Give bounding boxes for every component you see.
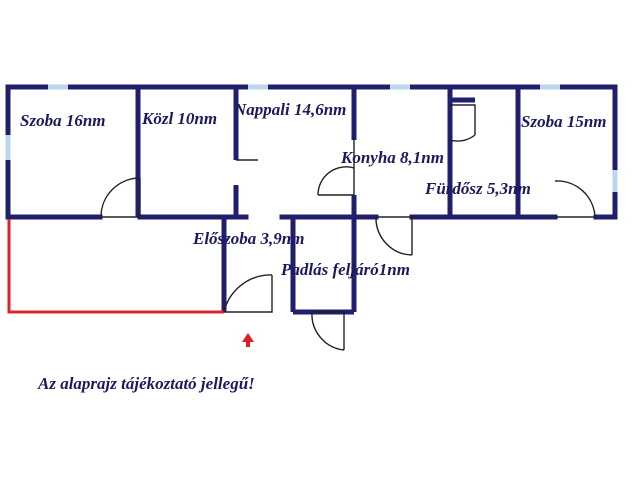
room-label-szoba-15: Szoba 15nm [521,112,607,131]
room-label-szoba-16: Szoba 16nm [20,111,106,130]
room-label-padlas: Padlás feljáró1nm [281,260,410,279]
entrance-arrow-icon [242,333,254,347]
windows [5,84,618,192]
door-swings [100,104,596,351]
interior-walls [135,87,521,315]
outer-walls [5,84,618,220]
room-label-nappali: Nappali 14,6nm [234,100,347,119]
room-label-kozl: Közl 10nm [142,109,218,128]
disclaimer-note: Az alaprajz tájékoztató jellegű! [38,374,255,393]
room-label-eloszoba: Előszoba 3,9nm [193,229,305,248]
room-label-konyha: Konyha 8,1nm [341,148,444,167]
boundary-line [7,219,224,314]
room-label-furdo: Fürdősz 5,3nm [425,179,531,198]
